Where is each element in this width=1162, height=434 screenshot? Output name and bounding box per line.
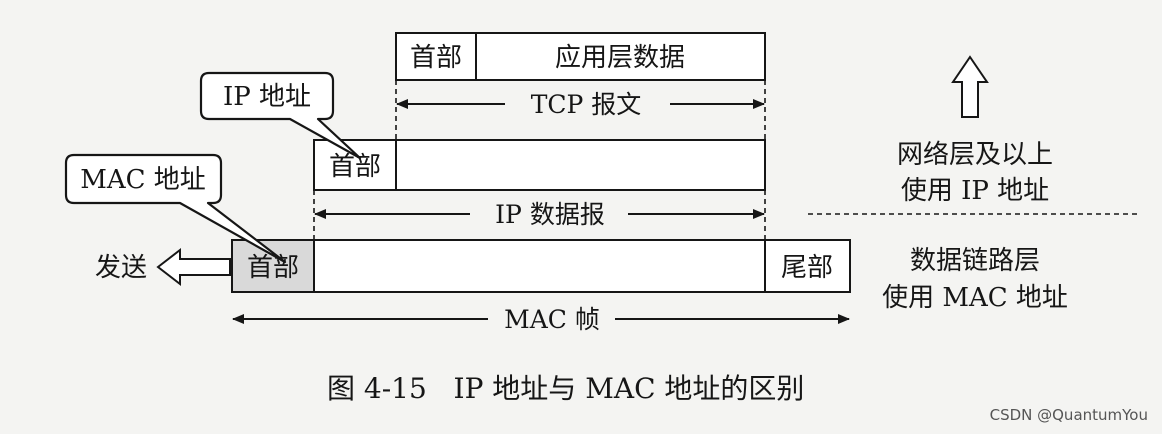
lower-note-line2: 使用 MAC 地址: [882, 283, 1068, 313]
mac-frame-label: MAC 帧: [504, 305, 600, 334]
up-hollow-arrow-icon: [951, 55, 989, 118]
ip-callout-bubble: [199, 71, 362, 160]
mac-header-label: 首部: [247, 253, 299, 283]
mac-address-callout: MAC 地址: [64, 153, 287, 264]
tcp-segment: 首部 应用层数据: [395, 32, 766, 81]
send-indicator: 发送: [95, 247, 231, 287]
figure-caption: 图 4-15 IP 地址与 MAC 地址的区别: [327, 372, 804, 405]
tcp-span: TCP 报文: [396, 90, 765, 119]
lower-note-line1: 数据链路层: [910, 246, 1040, 276]
layer-notes: 网络层及以上 使用 IP 地址 数据链路层 使用 MAC 地址: [808, 55, 1140, 313]
ip-header-label: 首部: [329, 152, 381, 182]
mac-span: MAC 帧: [232, 305, 850, 334]
upper-note-line2: 使用 IP 地址: [901, 176, 1049, 206]
watermark: CSDN @QuantumYou: [989, 406, 1148, 424]
ip-address-callout: IP 地址: [199, 71, 362, 160]
send-hollow-arrow-icon: [156, 247, 231, 287]
tcp-data-label: 应用层数据: [555, 43, 685, 73]
tcp-data-box: [475, 32, 766, 81]
mac-header-box: [231, 239, 315, 293]
mac-payload-box: [313, 239, 766, 293]
mac-callout-bubble: [64, 153, 287, 264]
ip-span: IP 数据报: [314, 200, 765, 229]
mac-trailer-box: [764, 239, 851, 293]
tcp-header-label: 首部: [410, 43, 462, 73]
upper-note-line1: 网络层及以上: [897, 140, 1053, 170]
ip-payload-box: [395, 139, 766, 191]
ip-datagram-label: IP 数据报: [495, 200, 605, 229]
mac-callout-label: MAC 地址: [80, 165, 206, 195]
send-label: 发送: [95, 253, 147, 283]
tcp-segment-label: TCP 报文: [531, 90, 642, 119]
tcp-header-box: [395, 32, 477, 81]
ip-header-box: [313, 139, 397, 191]
ip-callout-label: IP 地址: [223, 82, 311, 112]
mac-frame: 首部 尾部: [231, 239, 851, 293]
ip-datagram: 首部: [313, 139, 766, 191]
mac-trailer-label: 尾部: [781, 253, 833, 283]
